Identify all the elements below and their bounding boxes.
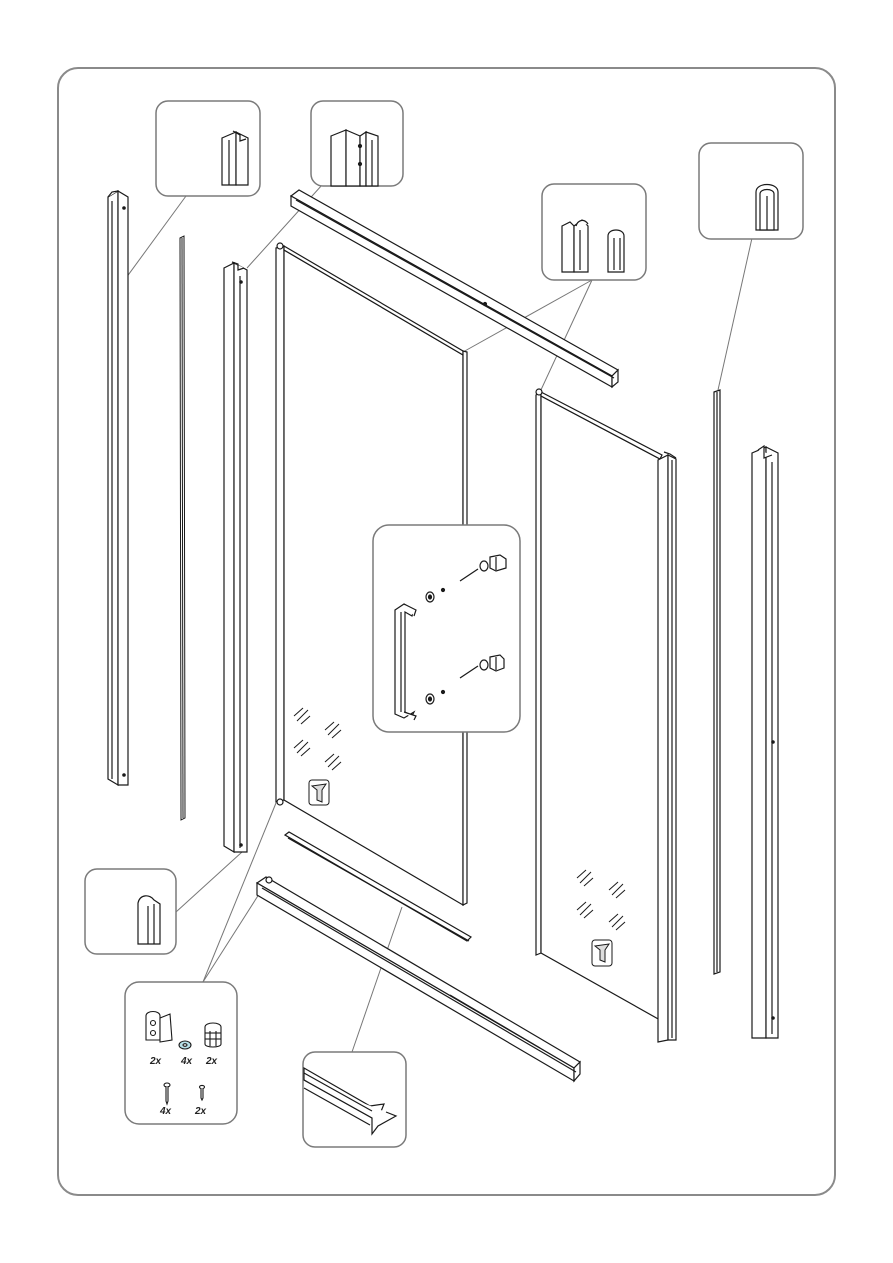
washer-icon bbox=[179, 1041, 191, 1049]
callout-handle-assembly bbox=[373, 525, 520, 732]
callout-bottom-seal-detail bbox=[303, 1052, 406, 1147]
short-screw-quantity: 2x bbox=[194, 1106, 207, 1117]
bracket-quantity: 2x bbox=[149, 1056, 162, 1067]
right-glass-panel bbox=[536, 389, 662, 1020]
door-side-profile bbox=[224, 262, 247, 852]
right-seal-strip bbox=[714, 390, 720, 974]
right-wall-profile bbox=[752, 446, 778, 1038]
long-screw-quantity: 4x bbox=[159, 1106, 172, 1117]
right-door-profile bbox=[658, 452, 676, 1042]
washer-quantity: 4x bbox=[180, 1056, 193, 1067]
callout-seal-profiles-detail bbox=[542, 184, 646, 280]
callout-corner-profile-detail bbox=[85, 869, 176, 954]
callout-profile-holes-detail bbox=[311, 101, 403, 186]
bracket-icon bbox=[146, 1012, 172, 1043]
callout-wall-profile-detail bbox=[156, 101, 260, 196]
callout-magnet-seal-detail bbox=[699, 143, 803, 239]
logo-mark-right bbox=[592, 940, 612, 966]
left-seal-strip bbox=[180, 236, 185, 820]
callout-hardware-kit: 2x 4x 2x 4x 2x bbox=[125, 982, 237, 1124]
nut-icon bbox=[205, 1023, 221, 1047]
nut-quantity: 2x bbox=[205, 1056, 218, 1067]
left-wall-profile bbox=[108, 191, 128, 785]
logo-mark-left bbox=[309, 780, 329, 805]
